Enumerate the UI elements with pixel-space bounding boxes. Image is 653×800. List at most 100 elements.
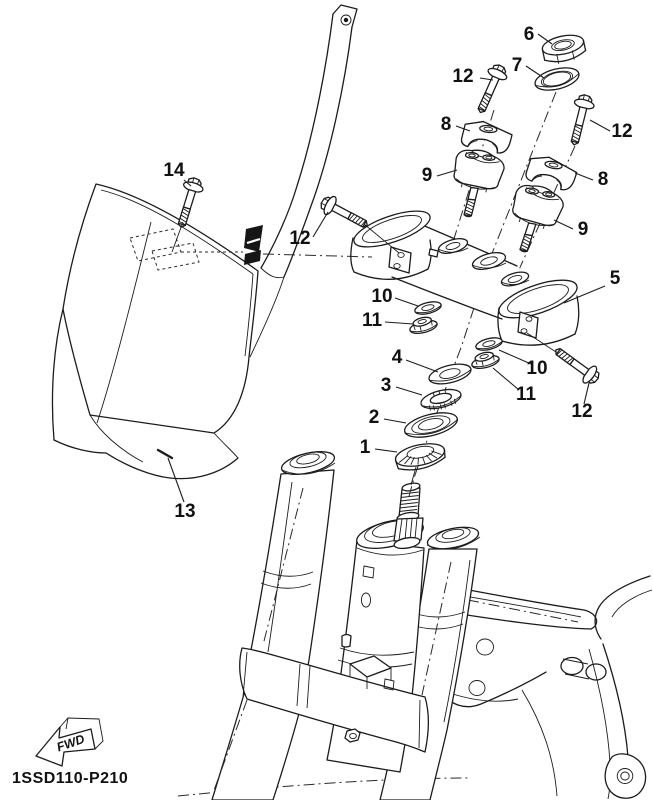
callout-8b-leader — [574, 172, 594, 181]
callout-11b-leader — [492, 367, 520, 391]
callout-12-bottom-right: 12 — [571, 382, 593, 422]
handlebar-mounts — [363, 61, 597, 260]
callout-13-leader — [167, 457, 185, 503]
callout-8-right: 8 — [574, 169, 609, 190]
callout-1-label: 1 — [360, 437, 371, 458]
bolt-12-top-left — [470, 61, 511, 118]
bar-lower-holder-right — [498, 179, 568, 260]
callout-10-right: 10 — [498, 349, 548, 379]
callout-12a-label: 12 — [452, 66, 473, 87]
callout-12b-label: 12 — [611, 121, 632, 142]
right-clamp-ring — [498, 279, 578, 319]
frame-rail — [594, 575, 651, 640]
callout-8a-leader — [455, 125, 471, 132]
callout-1: 1 — [360, 437, 398, 458]
upper-triple-clamp — [350, 210, 580, 353]
callout-3-leader — [395, 386, 423, 396]
callout-12b-leader — [589, 119, 611, 132]
ring-nut-3 — [420, 388, 462, 411]
callout-14-leader — [183, 179, 192, 187]
callout-7-label: 7 — [512, 55, 523, 76]
callout-12a-leader — [479, 77, 494, 81]
nut-11-right — [468, 348, 502, 372]
fwd-arrow: FWD — [35, 717, 104, 767]
number-plate — [51, 183, 259, 480]
callout-7-leader — [525, 65, 545, 79]
frame-bracket — [604, 753, 647, 799]
callout-9a-leader — [436, 169, 458, 177]
callout-6-label: 6 — [524, 24, 535, 45]
callout-2-label: 2 — [369, 407, 380, 428]
left-fork-tube — [211, 451, 336, 800]
steering-stop — [341, 633, 352, 648]
callout-13-label: 13 — [174, 501, 195, 522]
gusset-hole — [476, 638, 494, 656]
callout-11-right: 11 — [492, 367, 537, 405]
callout-8b-label: 8 — [598, 169, 609, 190]
nut-11-left — [406, 313, 440, 337]
callout-11a-label: 11 — [362, 310, 383, 331]
frame-boss — [560, 656, 584, 676]
steering-nut-6 — [541, 34, 587, 64]
callout-9b-label: 9 — [578, 219, 589, 240]
callout-11b-label: 11 — [516, 384, 537, 405]
bearing-axis-line — [410, 466, 417, 486]
callout-13: 13 — [167, 457, 196, 522]
callout-10b-leader — [498, 349, 532, 365]
left-clamp-ring — [353, 210, 431, 248]
callout-3-label: 3 — [381, 375, 392, 396]
callout-12c-label: 12 — [289, 228, 310, 249]
bolt-12-bottom-right — [549, 341, 604, 389]
right-pinch-ear — [517, 311, 539, 339]
callout-8a-label: 8 — [441, 114, 452, 135]
callout-14-label: 14 — [163, 160, 185, 181]
callout-8-left: 8 — [441, 114, 471, 135]
callout-1-leader — [374, 448, 398, 453]
callout-4-label: 4 — [392, 347, 403, 368]
callout-9b-leader — [553, 219, 574, 230]
bar-lower-holder-left — [442, 144, 508, 223]
strut-hole — [340, 14, 352, 26]
callout-10a-label: 10 — [371, 286, 392, 307]
callout-3: 3 — [381, 375, 423, 396]
washer-7 — [534, 67, 580, 91]
head-tab — [360, 592, 372, 608]
drawing-code: 1SSD110-P210 — [12, 770, 128, 787]
bolt-12-top-right — [563, 92, 597, 148]
callout-14: 14 — [163, 160, 192, 187]
plate-bracket-strut — [244, 4, 358, 358]
gusset-hole — [468, 680, 486, 696]
callout-2-leader — [383, 418, 407, 424]
callout-6: 6 — [524, 24, 553, 45]
pinch-bolt — [344, 728, 361, 743]
frame-boss — [585, 663, 607, 681]
callout-12d-label: 12 — [571, 401, 592, 422]
callout-10b-label: 10 — [526, 358, 547, 379]
callouts: 6 7 12 12 8 8 9 9 — [163, 24, 632, 522]
callout-12c-leader — [312, 211, 329, 238]
callout-6-leader — [537, 33, 553, 45]
bracket-wedge — [244, 225, 263, 252]
callout-12-top-left: 12 — [452, 66, 494, 87]
callout-12-mid-left: 12 — [289, 211, 329, 249]
callout-12d-leader — [583, 382, 590, 405]
hidden-bracket-outline — [129, 228, 243, 271]
bearing-cover-2 — [404, 412, 459, 438]
callout-5-label: 5 — [610, 268, 621, 289]
frame-section — [432, 575, 653, 800]
callout-9a-label: 9 — [422, 165, 433, 186]
callout-2: 2 — [369, 407, 407, 428]
callout-9-left: 9 — [422, 165, 458, 186]
callout-7: 7 — [512, 55, 545, 79]
washer-10-left — [412, 298, 444, 318]
bearing-1 — [394, 443, 446, 471]
head-slot — [362, 565, 375, 579]
lower-triple-clamp — [239, 633, 430, 753]
callout-4: 4 — [392, 347, 439, 373]
callout-11a-leader — [384, 321, 414, 325]
callout-12-top-right: 12 — [589, 119, 633, 142]
washer-4 — [428, 363, 472, 385]
bolt-14 — [170, 174, 207, 253]
